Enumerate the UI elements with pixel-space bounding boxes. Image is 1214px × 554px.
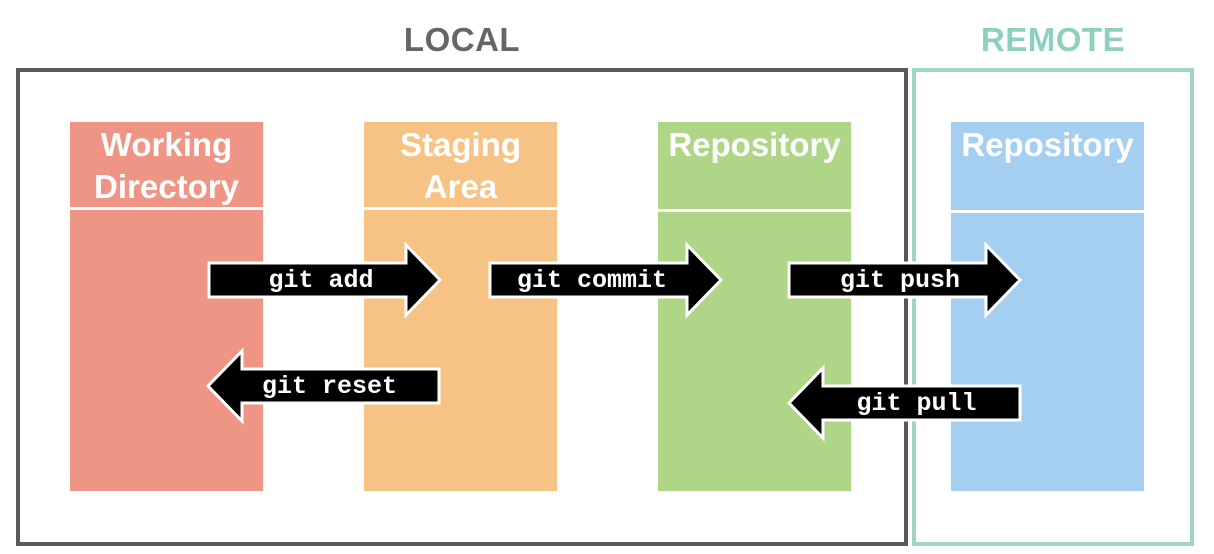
remote-repository-header: Repository: [951, 122, 1144, 213]
git-pull-arrow: git pull: [786, 364, 1022, 442]
right-arrow-icon: [488, 241, 724, 319]
local-region-frame: [16, 68, 908, 546]
local-region-label: LOCAL: [403, 21, 521, 58]
staging-area-column: Staging Area: [364, 122, 557, 491]
left-arrow-icon: [786, 364, 1022, 442]
staging-area-header: Staging Area: [364, 122, 557, 210]
right-arrow-icon: [207, 241, 443, 319]
git-reset-label: git reset: [261, 371, 398, 401]
git-add-label: git add: [268, 265, 374, 295]
git-add-arrow: git add: [207, 241, 443, 319]
local-repository-title: Repository: [668, 126, 841, 163]
remote-region-label: REMOTE: [980, 21, 1126, 58]
remote-region-frame: [912, 68, 1194, 546]
remote-repository-title: Repository: [961, 126, 1134, 163]
local-repository-header: Repository: [658, 122, 851, 212]
working-directory-title: Working Directory: [94, 126, 239, 205]
git-commit-label: git commit: [516, 265, 668, 295]
left-arrow-icon: [205, 347, 441, 425]
git-reset-arrow: git reset: [205, 347, 441, 425]
git-push-arrow: git push: [787, 241, 1023, 319]
staging-area-title: Staging Area: [400, 126, 521, 205]
right-arrow-icon: [787, 241, 1023, 319]
git-pull-label: git pull: [856, 388, 977, 418]
working-directory-column: Working Directory: [70, 122, 263, 491]
remote-repository-column: Repository: [951, 122, 1144, 491]
git-commit-arrow: git commit: [488, 241, 724, 319]
working-directory-header: Working Directory: [70, 122, 263, 210]
git-push-label: git push: [839, 265, 961, 295]
